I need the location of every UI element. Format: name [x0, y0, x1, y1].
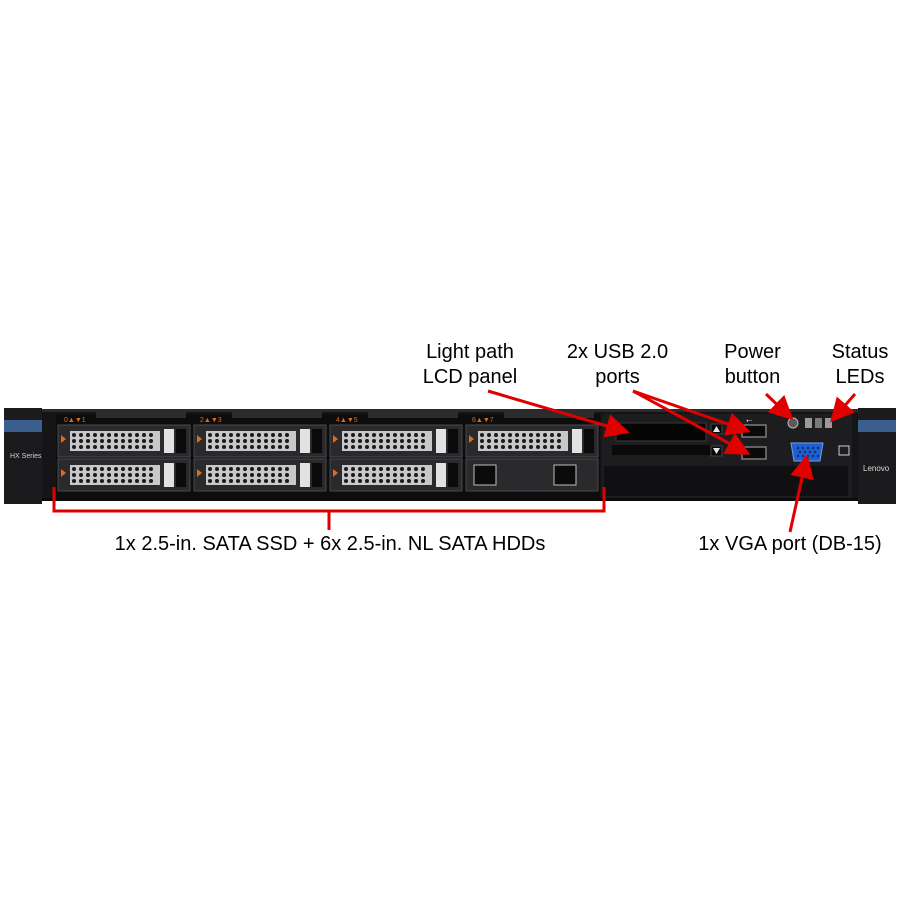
usb-port-2[interactable]	[741, 446, 767, 460]
power-arrow	[764, 392, 794, 421]
status-leds	[805, 418, 832, 428]
lcd-panel-callout-line2: LCD panel	[422, 366, 518, 388]
usb-ports-callout: 2x USB 2.0 ports	[545, 340, 690, 390]
monitor-icon	[838, 445, 850, 456]
release-latch[interactable]	[197, 469, 202, 477]
usb-ports-callout-line2: ports	[595, 366, 640, 388]
power-button-callout: Power button	[705, 340, 800, 390]
release-latch[interactable]	[61, 469, 66, 477]
drive-tray[interactable]	[193, 458, 327, 492]
lcd-arrow	[487, 389, 630, 438]
drives-bracket	[52, 487, 606, 530]
usb-arrow-1	[632, 389, 751, 436]
lcd-panel-callout: Light path LCD panel	[400, 340, 540, 390]
svg-text:⭠: ⭠	[746, 416, 753, 425]
drive-tray[interactable]	[329, 458, 463, 492]
vga-port[interactable]	[790, 442, 824, 462]
drive-tray[interactable]	[193, 424, 327, 458]
brand-label: Lenovo	[863, 464, 890, 473]
drive-tray[interactable]	[465, 424, 599, 458]
usb-port-1[interactable]	[741, 424, 767, 438]
bay-label-2-3: 2▲▼3	[200, 417, 222, 424]
status-leds-callout-line2: LEDs	[835, 366, 885, 388]
vga-port-callout: 1x VGA port (DB-15)	[698, 533, 882, 555]
left-rack-ear: HX Series	[4, 408, 42, 504]
status-leds-callout-line1: Status	[831, 341, 889, 363]
status-arrow	[830, 393, 857, 423]
release-latch[interactable]	[333, 435, 338, 443]
filler-bay[interactable]	[465, 458, 599, 492]
release-latch[interactable]	[469, 435, 474, 443]
usb-arrow-2	[632, 389, 751, 455]
bay-label-4-5: 4▲▼5	[336, 417, 358, 424]
drive-tray[interactable]	[329, 424, 463, 458]
drive-tray[interactable]	[57, 458, 191, 492]
power-button-callout-line2: button	[724, 366, 781, 388]
release-latch[interactable]	[333, 469, 338, 477]
right-rack-ear: Lenovo	[858, 408, 896, 504]
series-label: HX Series	[10, 453, 42, 460]
release-latch[interactable]	[197, 435, 202, 443]
drive-tray[interactable]	[57, 424, 191, 458]
drives-callout: 1x 2.5-in. SATA SSD + 6x 2.5-in. NL SATA…	[114, 533, 546, 555]
release-latch[interactable]	[61, 435, 66, 443]
bay-label-0-1: 0▲▼1	[64, 417, 86, 424]
vga-arrow	[788, 454, 814, 533]
power-button-callout-line1: Power	[724, 341, 781, 363]
status-leds-callout: Status LEDs	[815, 340, 900, 390]
usb-ports-callout-line1: 2x USB 2.0	[566, 341, 669, 363]
power-button[interactable]	[787, 417, 799, 429]
lcd-panel	[615, 422, 707, 442]
lcd-panel-callout-line1: Light path	[426, 341, 514, 363]
bay-label-6-7: 6▲▼7	[472, 417, 494, 424]
